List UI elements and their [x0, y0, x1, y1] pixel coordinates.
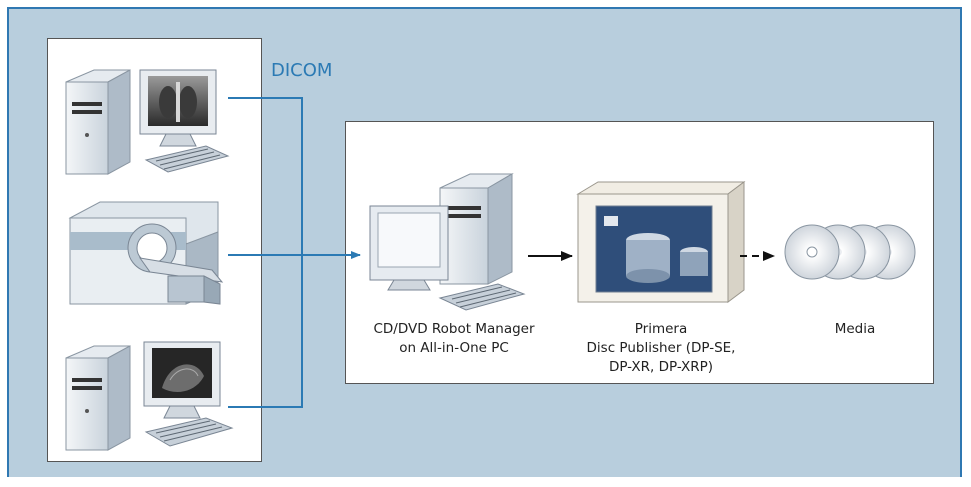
caption-line: CD/DVD Robot Manager	[373, 321, 535, 337]
disc-publisher-icon	[576, 181, 746, 303]
caption-line: Disc Publisher (DP-SE,	[586, 340, 736, 356]
computer-with-angiogram-icon	[65, 341, 234, 451]
dicom-connectors	[228, 97, 361, 408]
all-in-one-pc-icon	[369, 173, 526, 311]
ct-scanner-icon	[68, 201, 224, 305]
computer-with-xray-icon	[65, 69, 230, 175]
dicom-label: DICOM	[271, 60, 333, 81]
connector-bracket	[228, 97, 303, 408]
caption-media: Media	[790, 320, 920, 339]
caption-line: Media	[834, 321, 876, 337]
caption-line: DP-XR, DP-XRP)	[608, 359, 714, 375]
discs-icon	[784, 224, 916, 280]
caption-robot-manager: CD/DVD Robot Manager on All-in-One PC	[356, 320, 552, 358]
caption-line: Primera	[634, 321, 688, 337]
caption-disc-publisher: Primera Disc Publisher (DP-SE, DP-XR, DP…	[566, 320, 756, 377]
caption-line: on All-in-One PC	[399, 340, 509, 356]
